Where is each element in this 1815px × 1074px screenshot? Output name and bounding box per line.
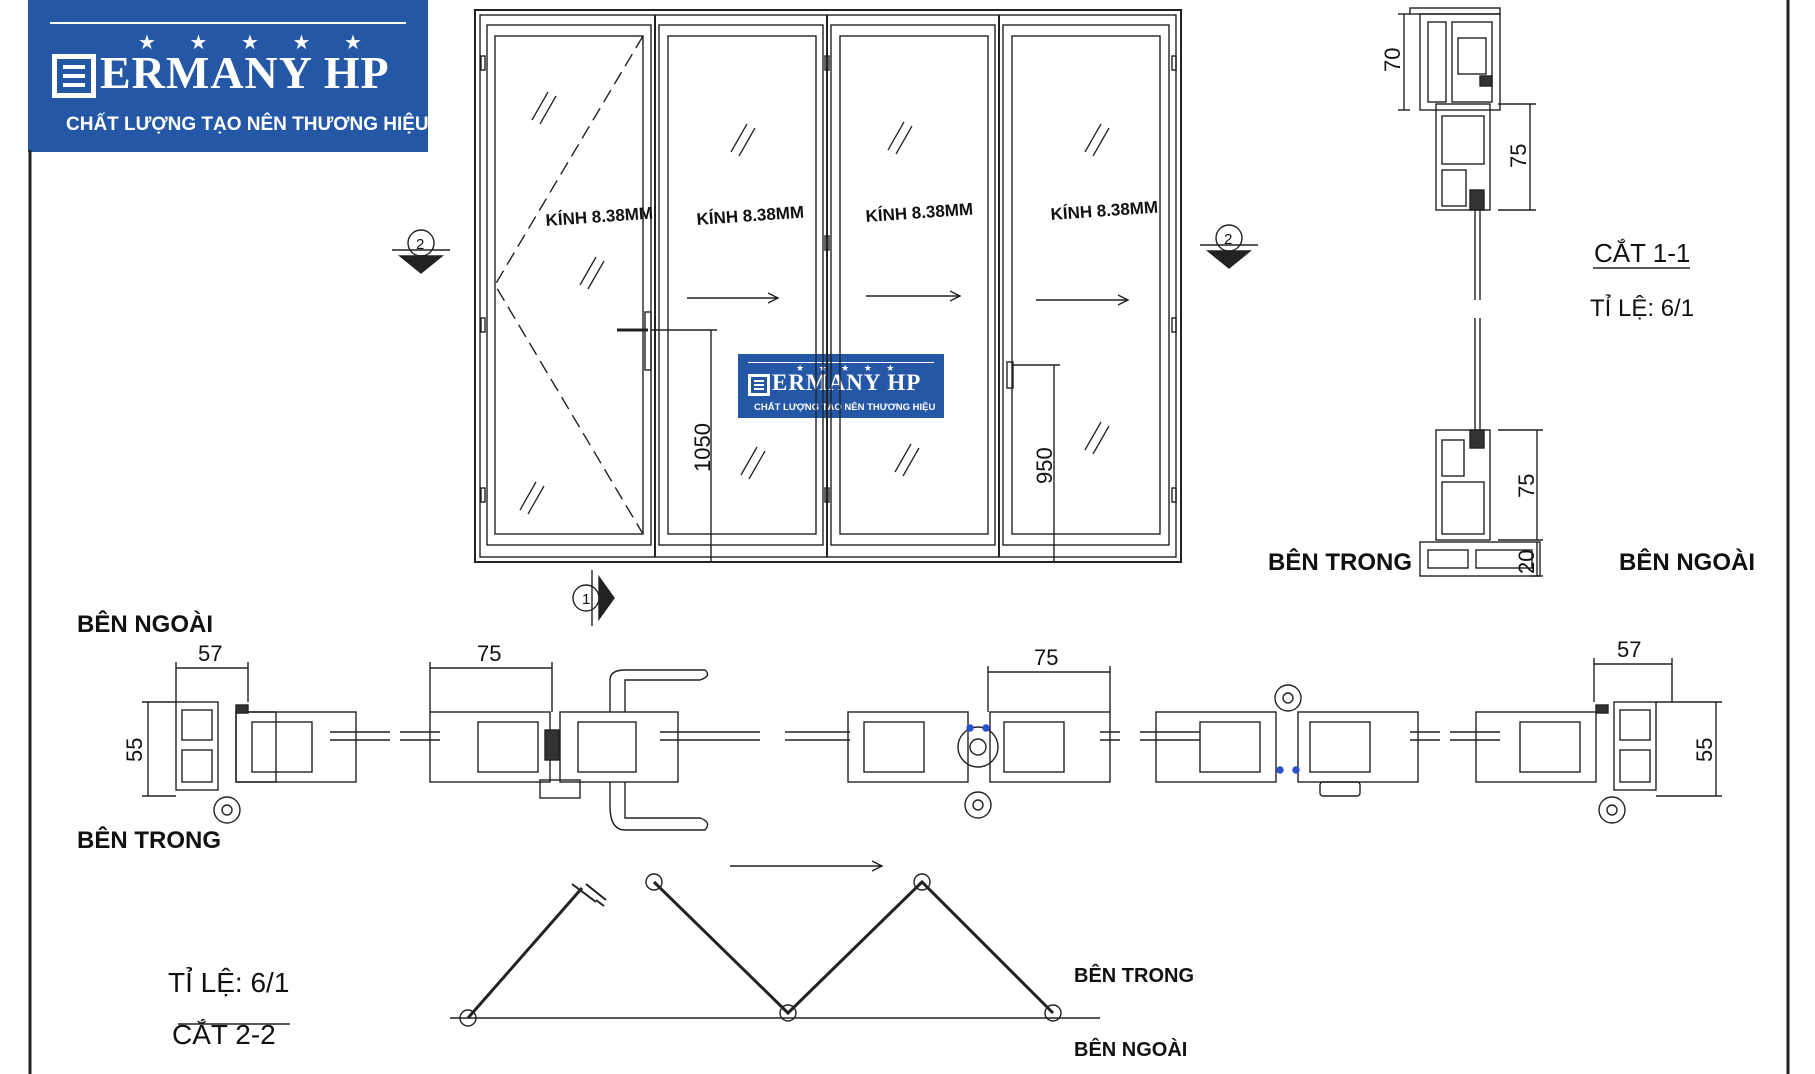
section-1-1-inside-label: BÊN TRONG: [1268, 548, 1412, 576]
panel-label-2: KÍNH 8.38MM: [696, 203, 805, 229]
panel-label-1: KÍNH 8.38MM: [545, 204, 654, 230]
section-marker-2-left: [392, 229, 450, 274]
panel-label-3: KÍNH 8.38MM: [865, 200, 974, 226]
fold-plan-scale: TỈ LỆ: 6/1: [168, 966, 289, 998]
fold-plan-title: CẮT 2-2: [172, 1019, 276, 1050]
logo-brand-text: ERMANY HP: [772, 370, 922, 395]
section-1-1-profile: [1398, 7, 1690, 577]
section-mark-2-left-number: 2: [416, 236, 424, 253]
section-1-1-dim-70: 70: [1380, 48, 1405, 72]
section-1-1-title: CẮT 1-1: [1594, 238, 1690, 268]
section-2-2-dim-75-right: 75: [1034, 645, 1058, 670]
watermark-logo: ★ ★ ★ ★ ★ ERMANY HP CHẤT LƯỢNG TẠO NÊN T…: [738, 354, 944, 418]
dim-handle-left: 1050: [690, 423, 715, 472]
section-1-1-dim-20: 20: [1514, 550, 1539, 574]
logo-tagline: CHẤT LƯỢNG TẠO NÊN THƯƠNG HIỆU: [754, 402, 936, 413]
section-2-2-dim-57-left: 57: [198, 641, 222, 666]
section-2-2-profile: [142, 658, 1722, 831]
panel-label-4: KÍNH 8.38MM: [1050, 198, 1159, 224]
section-mark-2-right-number: 2: [1224, 231, 1232, 248]
section-2-2-inside-label: BÊN TRONG: [77, 826, 221, 854]
logo-inner-frame: [50, 22, 406, 24]
logo-brand-text: ERMANY HP: [100, 47, 390, 98]
section-1-1-dim-75-bottom: 75: [1514, 474, 1539, 498]
section-marker-2-right: [1200, 224, 1258, 269]
section-marker-1: [572, 570, 615, 626]
section-2-2-dim-57-right: 57: [1617, 637, 1641, 662]
door-elevation: [474, 9, 1182, 563]
elevation-labels: KÍNH 8.38MM KÍNH 8.38MM KÍNH 8.38MM KÍNH…: [545, 198, 1159, 230]
logo-tagline: CHẤT LƯỢNG TẠO NÊN THƯƠNG HIỆU: [66, 114, 429, 135]
section-mark-1-number: 1: [582, 591, 590, 608]
section-1-1-outside-label: BÊN NGOÀI: [1619, 548, 1755, 576]
logo-e-icon: [52, 54, 96, 98]
brand-logo: ★ ★ ★ ★ ★ ERMANY HP CHẤT LƯỢNG TẠO NÊN T…: [28, 0, 429, 152]
logo-stars: ★ ★ ★ ★ ★: [796, 363, 901, 373]
logo-e-icon: [748, 374, 770, 396]
fold-plan-outside-label: BÊN NGOÀI: [1074, 1037, 1187, 1061]
folding-plan: [178, 873, 1100, 1027]
section-2-2-dim-75-left: 75: [477, 641, 501, 666]
logo-inner-frame: [748, 362, 934, 363]
section-2-2-outside-label: BÊN NGOÀI: [77, 610, 213, 638]
dim-handle-right: 950: [1032, 447, 1057, 484]
fold-plan-inside-label: BÊN TRONG: [1074, 963, 1194, 987]
section-1-1-dim-75-top: 75: [1506, 144, 1531, 168]
section-2-2-dim-55-right: 55: [1692, 738, 1717, 762]
section-2-2-dim-55-left: 55: [122, 738, 147, 762]
logo-stars: ★ ★ ★ ★ ★: [138, 32, 376, 54]
section-1-1-scale: TỈ LỆ: 6/1: [1590, 293, 1694, 322]
